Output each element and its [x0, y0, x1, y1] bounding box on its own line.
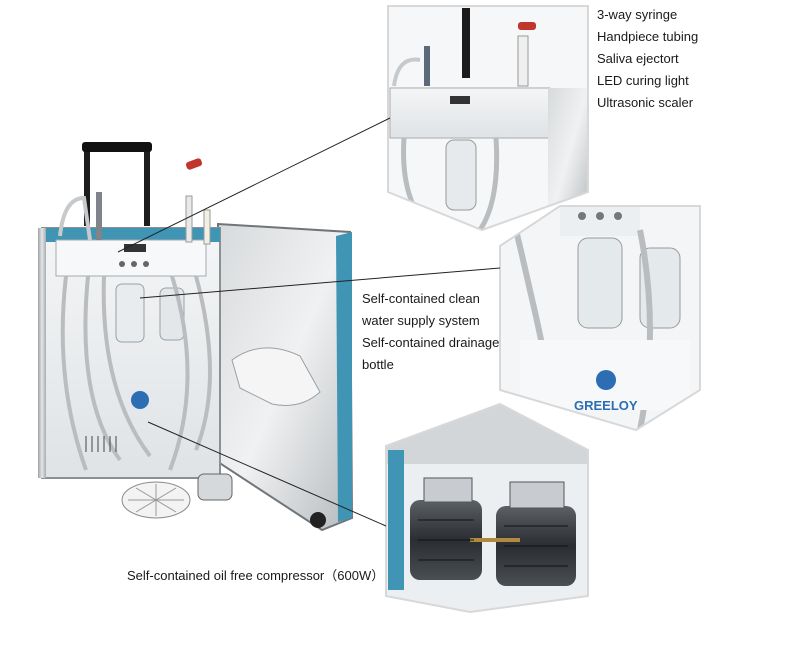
curing-light [185, 195, 193, 243]
lid-pouch [231, 347, 321, 406]
label-drainage-line1: Self-contained drainage [362, 335, 500, 350]
label-clean-water-line1: Self-contained clean [362, 291, 480, 306]
label-drainage-line2: bottle [362, 357, 394, 372]
syringe-hose [58, 195, 92, 241]
label-3-way-syringe: 3-way syringe [597, 7, 678, 22]
lid-trim [336, 232, 352, 522]
label-ultrasonic-scaler: Ultrasonic scaler [597, 95, 694, 110]
cabinet-edge-left [38, 228, 46, 478]
foot-control [197, 473, 233, 501]
leader-line-instruments [117, 117, 391, 253]
label-handpiece-tubing: Handpiece tubing [597, 29, 699, 44]
trolley-handle-right [144, 146, 150, 226]
leader-line-water [139, 267, 501, 299]
water-bottle [115, 283, 145, 343]
label-led-curing-light: LED curing light [597, 73, 689, 88]
leader-lines [117, 117, 501, 527]
callout-instruments [387, 5, 589, 232]
water-system-labels: Self-contained clean water supply system… [362, 288, 499, 376]
trolley-handle-left [84, 146, 90, 226]
compressor-label: Self-contained oil free compressor（600W） [127, 568, 385, 583]
handpiece [96, 192, 102, 240]
trolley-handle-grip [82, 142, 152, 152]
leader-line-compressor [147, 421, 387, 527]
brand-logo-text: GREELOY [574, 398, 638, 413]
pressure-display [124, 244, 146, 252]
label-clean-water-line2: water supply system [362, 313, 480, 328]
callout-compressor [385, 402, 589, 614]
label-saliva-ejector: Saliva ejectort [597, 51, 679, 66]
dental-unit-photo [38, 142, 354, 532]
scaler [203, 209, 211, 245]
brand-logo-mark [131, 391, 149, 409]
callout-water-system: GREELOY [499, 205, 701, 432]
instrument-labels: 3-way syringe Handpiece tubing Saliva ej… [597, 4, 698, 114]
cabinet-trim-top [42, 228, 220, 242]
